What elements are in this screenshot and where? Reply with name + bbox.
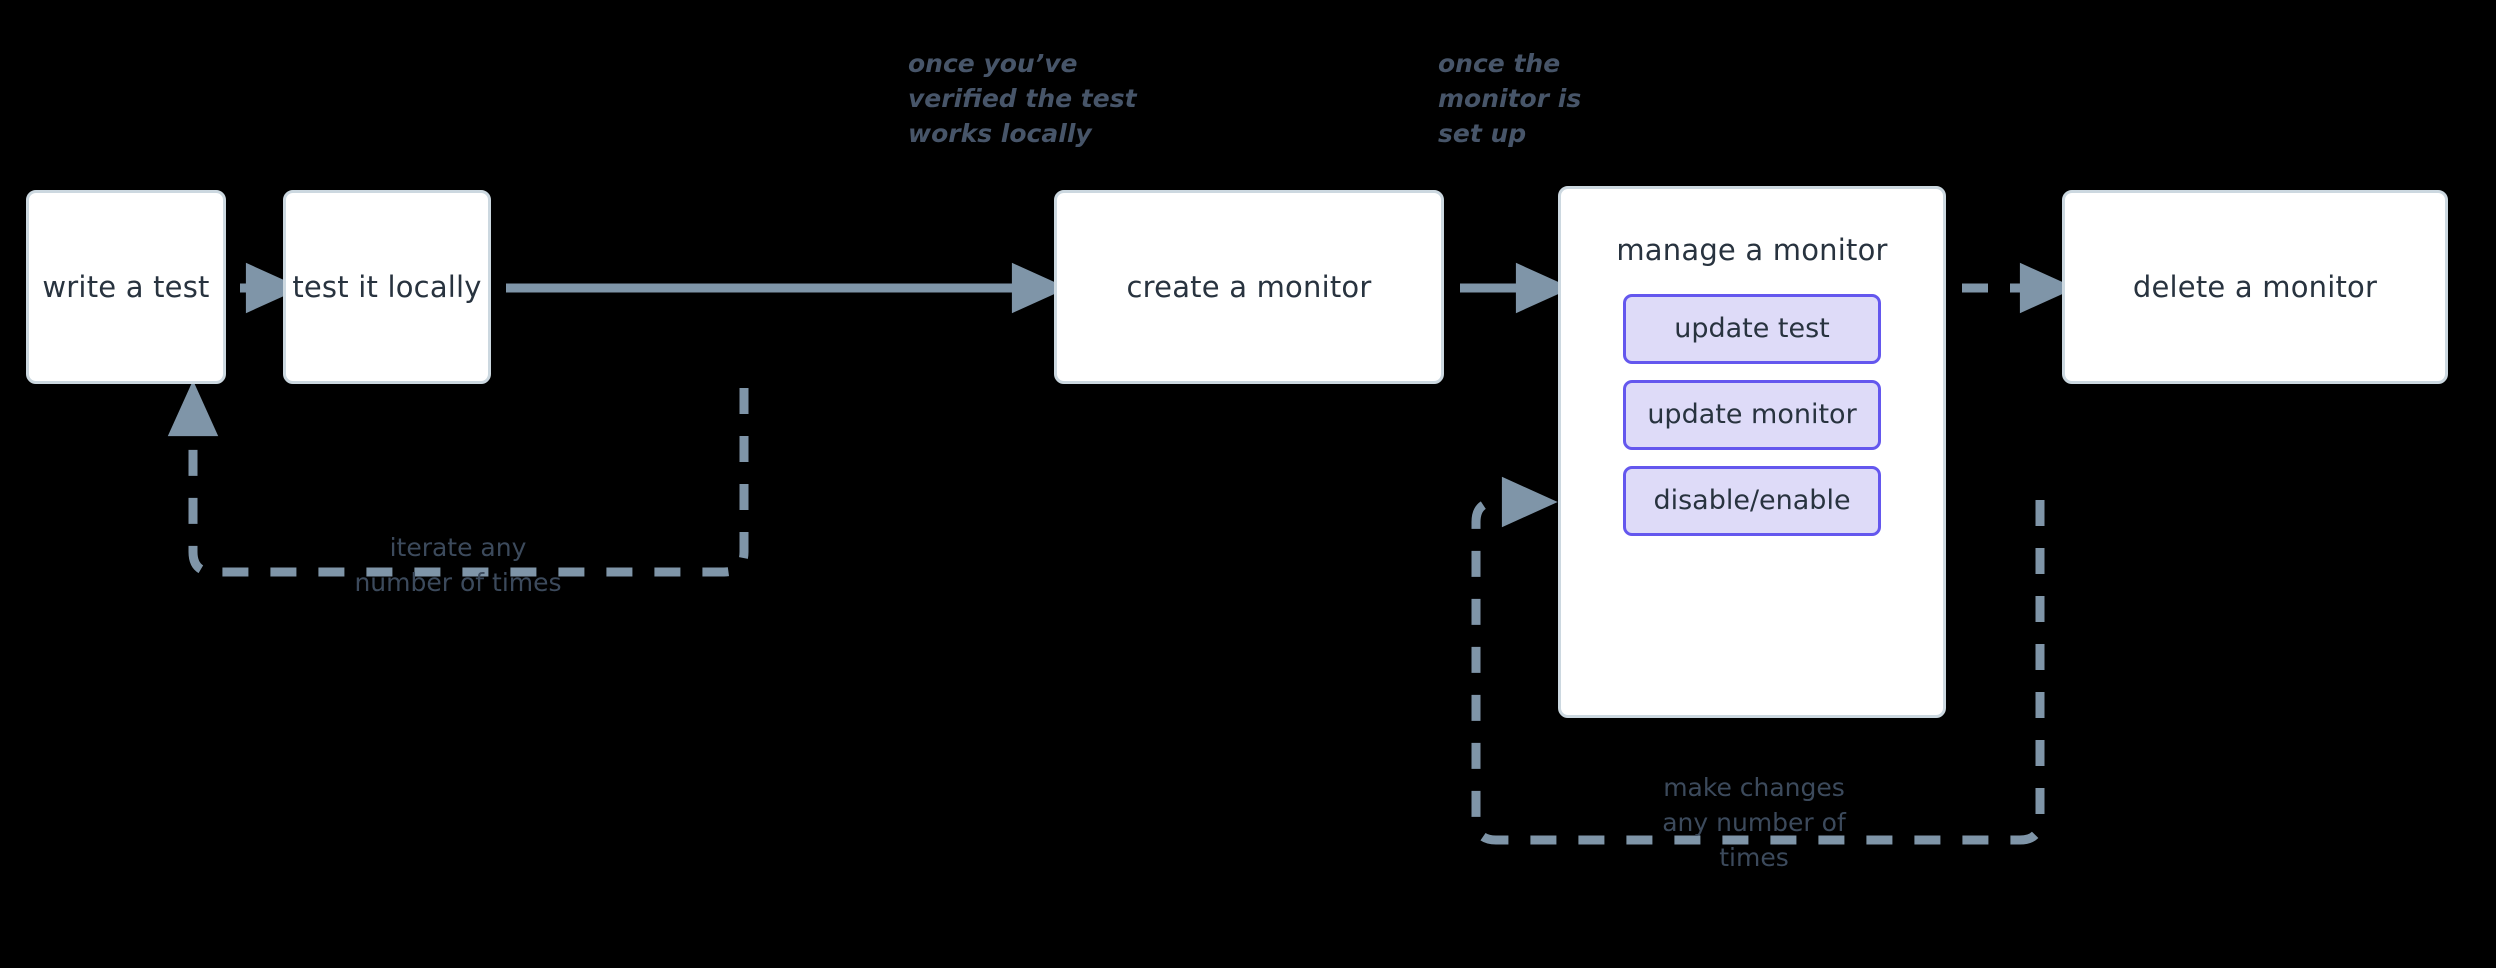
stage-manage-a-monitor[interactable]: manage a monitor update test update moni… bbox=[1558, 186, 1946, 718]
action-label: update test bbox=[1674, 313, 1830, 345]
stage-create-a-monitor[interactable]: create a monitor bbox=[1054, 190, 1444, 384]
note-verified-locally: once you’ve verified the test works loca… bbox=[908, 49, 1137, 148]
action-disable-enable[interactable]: disable/enable bbox=[1623, 465, 1881, 536]
connector-iterate-loop bbox=[167, 380, 749, 577]
stage-delete-a-monitor[interactable]: delete a monitor bbox=[2062, 190, 2448, 384]
action-update-test[interactable]: update test bbox=[1623, 293, 1881, 364]
note-monitor-set-up: once the monitor is set up bbox=[1438, 49, 1582, 148]
stage-label: delete a monitor bbox=[2132, 269, 2378, 304]
stage-label: manage a monitor bbox=[1616, 233, 1888, 267]
connector-make-changes-loop bbox=[1471, 476, 2045, 845]
note-make-changes-any-number-of-times: make changes any number of times bbox=[1662, 773, 1846, 872]
stage-label: test it locally bbox=[292, 269, 482, 304]
action-update-monitor[interactable]: update monitor bbox=[1623, 379, 1881, 450]
action-label: update monitor bbox=[1647, 399, 1857, 431]
stage-write-a-test[interactable]: write a test bbox=[26, 190, 226, 384]
stage-label: create a monitor bbox=[1126, 269, 1372, 304]
manage-actions-list: update test update monitor disable/enabl… bbox=[1561, 293, 1943, 536]
stage-label: write a test bbox=[42, 269, 210, 304]
note-iterate-any-number-of-times: iterate any number of times bbox=[354, 533, 562, 597]
stage-test-it-locally[interactable]: test it locally bbox=[283, 190, 491, 384]
action-label: disable/enable bbox=[1653, 485, 1851, 517]
